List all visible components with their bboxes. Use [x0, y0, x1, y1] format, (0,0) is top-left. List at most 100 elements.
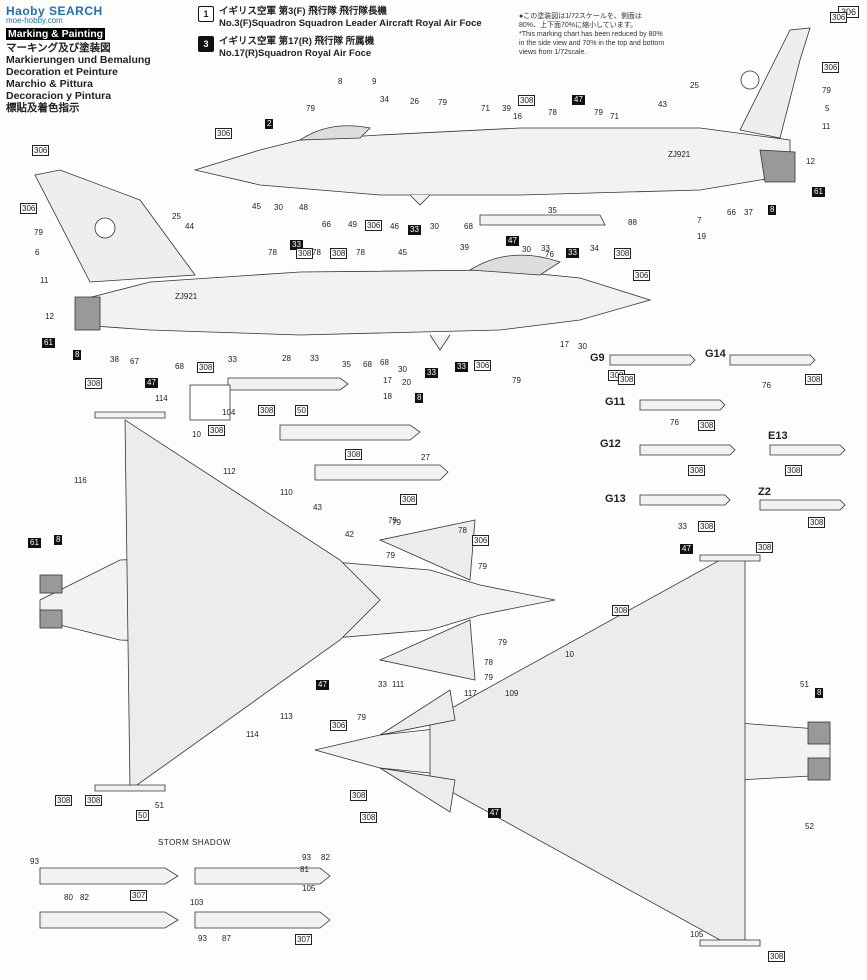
decal-number: 61 [42, 338, 55, 348]
watermark: Haoby SEARCH [6, 4, 103, 18]
callout: 34 [590, 244, 599, 253]
decal-number: 33 [455, 362, 468, 372]
paint-code: 308 [808, 517, 826, 528]
paint-code: 307 [295, 934, 313, 945]
callout: 79 [478, 562, 487, 571]
paint-code: 306 [365, 220, 383, 231]
callout: 67 [130, 357, 139, 366]
crest-icon [740, 70, 760, 90]
callout: 20 [402, 378, 411, 387]
callout: 30 [398, 365, 407, 374]
callout: 33 [378, 680, 387, 689]
paint-code: 306 [330, 720, 348, 731]
decal-number: 33 [408, 225, 421, 235]
callout: 79 [512, 376, 521, 385]
callout: 10 [192, 430, 201, 439]
paint-code: 306 [32, 145, 50, 156]
title-jp: マーキング及び塗装図 [6, 42, 111, 54]
decal-number: 47 [488, 808, 501, 818]
watermark-sub: moe-hobby.com [6, 16, 63, 25]
paint-code: 308 [612, 605, 630, 616]
callout: 12 [806, 157, 815, 166]
title-de: Markierungen und Bemalung [6, 54, 151, 66]
paint-code: 50 [136, 810, 149, 821]
top-view [39, 411, 556, 792]
paint-code: 306 [633, 270, 651, 281]
callout: 30 [274, 203, 283, 212]
callout: 79 [822, 86, 831, 95]
decal-number: 47 [316, 680, 329, 690]
paint-code: 306 [472, 535, 490, 546]
callout: 33 [541, 244, 550, 253]
callout: 110 [280, 488, 293, 497]
paint-code: 306 [830, 12, 848, 23]
decal-number: 8 [815, 688, 824, 698]
paint-code: 308 [330, 248, 348, 259]
callout: 79 [34, 228, 43, 237]
decal-number: 8 [54, 535, 63, 545]
decal-number: 8 [768, 205, 777, 215]
callout: 25 [690, 81, 699, 90]
callout: 33 [228, 355, 237, 364]
callout: 76 [545, 250, 554, 259]
paint-code: 306 [215, 128, 233, 139]
callout: 81 [300, 865, 309, 874]
callout: 44 [185, 222, 194, 231]
decal-number: 33 [425, 368, 438, 378]
scheme-list: 1 イギリス空軍 第3(F) 飛行隊 飛行隊長機 No.3(F)Squadron… [198, 6, 482, 66]
decal-number: 8 [73, 350, 82, 360]
scheme-badge: 1 [198, 6, 214, 22]
scheme-en: No.3(F)Squadron Squadron Leader Aircraft… [219, 18, 482, 29]
paint-code: 308 [756, 542, 774, 553]
scheme-badge: 3 [198, 36, 214, 52]
callout: 79 [438, 98, 447, 107]
scale-note: ●この塗装図は1/72スケールを、側面は 80%、上下面70%に縮小しています。… [519, 12, 699, 57]
callout: 48 [299, 203, 308, 212]
callout: 66 [727, 208, 736, 217]
stores [39, 354, 846, 929]
callout: 79 [498, 638, 507, 647]
storm-shadow-label: STORM SHADOW [158, 838, 231, 847]
serial-number: ZJ921 [175, 292, 198, 301]
callout: 68 [464, 222, 473, 231]
callout: 66 [322, 220, 331, 229]
decal-number: 47 [145, 378, 158, 388]
callout: 45 [398, 248, 407, 257]
callout: 78 [458, 526, 467, 535]
callout: 71 [481, 104, 490, 113]
callout: 78 [356, 248, 365, 257]
callout: 79 [388, 516, 397, 525]
decal-number: 33 [566, 248, 579, 258]
decal-number: 8 [415, 393, 424, 403]
decal-number: 61 [28, 538, 41, 548]
page-header: Haoby SEARCH moe-hobby.com Marking & Pai… [6, 4, 196, 114]
callout: 17 [560, 340, 569, 349]
callout: 109 [505, 689, 519, 698]
paint-code: 306 [822, 62, 840, 73]
part-label: G12 [600, 438, 621, 450]
callout: 79 [392, 518, 401, 527]
paint-code: 308 [698, 420, 716, 431]
callout: 10 [565, 650, 574, 659]
callout: 78 [484, 658, 493, 667]
callout: 79 [306, 104, 315, 113]
scheme-jp: イギリス空軍 第17(R) 飛行隊 所属機 [219, 36, 375, 47]
callout: 68 [175, 362, 184, 371]
scale-note-line: in the side view and 70% in the top and … [519, 40, 665, 47]
callout: 76 [762, 381, 771, 390]
callout: 38 [110, 355, 119, 364]
callout: 30 [578, 342, 587, 351]
callout: 39 [460, 243, 469, 252]
callout: 80 [64, 893, 73, 902]
callout: 111 [392, 680, 405, 689]
serial-number-top: ZJ921 [668, 150, 691, 159]
callout: 116 [74, 476, 87, 485]
part-label: G13 [605, 493, 626, 505]
paint-code: 307 [130, 890, 148, 901]
callout: 18 [383, 392, 392, 401]
callout: 39 [502, 104, 511, 113]
callout: 78 [548, 108, 557, 117]
callout: 104 [222, 408, 236, 417]
callout: 34 [380, 95, 389, 104]
